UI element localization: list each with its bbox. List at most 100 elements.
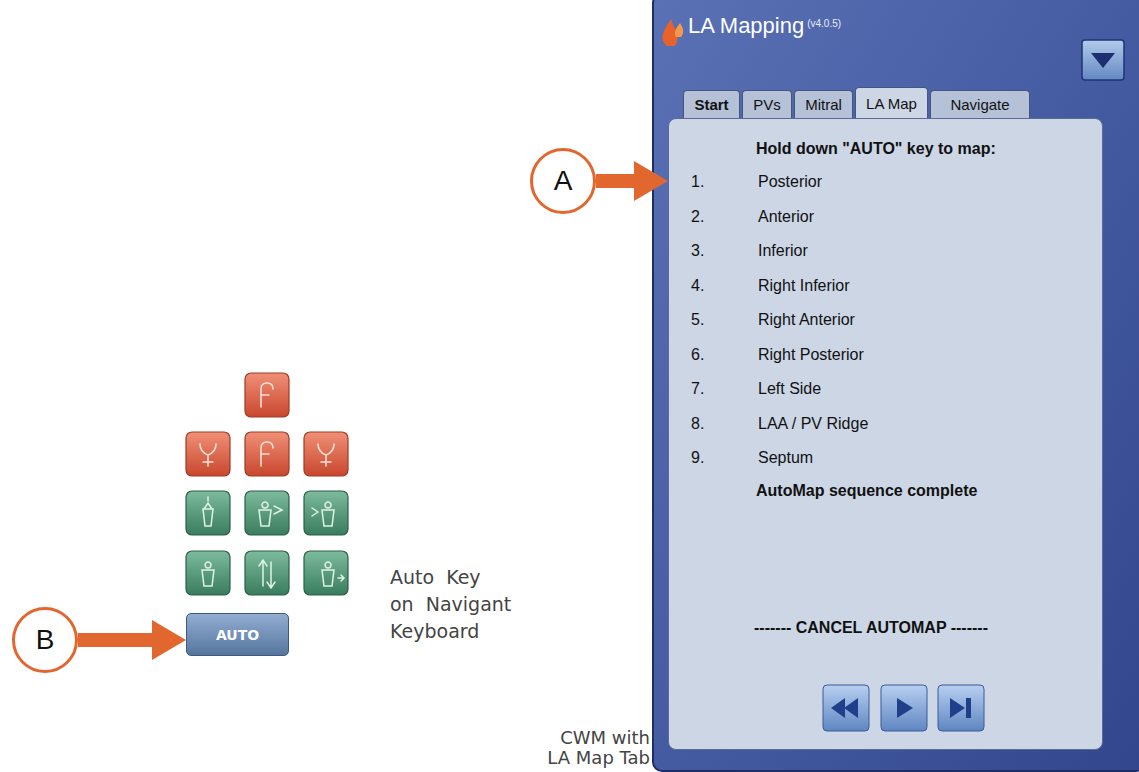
- list-text: 4.: [691, 277, 704, 294]
- text-slot: Anterior: [758, 207, 814, 227]
- text-slot: Septum: [758, 448, 813, 468]
- auto-key: AUTO: [186, 613, 289, 656]
- mapping-panel: Start PVs Mitral LA Map Navigate Hold down "…: [652, 0, 1139, 772]
- list-text: Posterior: [758, 173, 822, 190]
- panel-caption: CWM with LA Map Tab: [547, 727, 650, 768]
- text-slot: 2.: [691, 207, 704, 227]
- text-slot: LAA / PV Ridge: [758, 414, 868, 434]
- panel-frame: [653, 0, 1139, 771]
- tab-label: Navigate: [950, 95, 1009, 115]
- app-logo: [675, 23, 683, 37]
- green-key: [304, 491, 348, 535]
- tab: Mitral: [794, 90, 853, 119]
- list-text: 7.: [691, 380, 704, 397]
- list-text: Right Inferior: [758, 277, 850, 294]
- skip-end-button: [938, 685, 984, 731]
- key-icon: [318, 444, 334, 466]
- dropdown-button: [1091, 53, 1115, 68]
- green-key: [304, 551, 348, 595]
- key-icon: [202, 497, 344, 588]
- list-text: Left Side: [758, 380, 821, 397]
- text-slot: Hold down "AUTO" key to map:: [756, 139, 996, 159]
- orange-key: [245, 373, 289, 417]
- label-slot: CWM with LA Map Tab: [538, 728, 650, 768]
- keyboard: [186, 373, 348, 595]
- rewind-button: [823, 685, 869, 731]
- green-key: [186, 491, 230, 535]
- key-icon: [200, 444, 216, 466]
- key-icon: [259, 502, 282, 526]
- text-slot: 8.: [691, 414, 704, 434]
- orange-key: [304, 432, 348, 476]
- list-text: Hold down "AUTO" key to map:: [756, 140, 996, 157]
- dropdown-button: [1082, 40, 1124, 80]
- text-slot: AutoMap sequence complete: [756, 481, 977, 501]
- orange-key: [186, 373, 348, 476]
- text-slot: Left Side: [758, 379, 821, 399]
- list-text: LAA / PV Ridge: [758, 415, 868, 432]
- transport-buttons: [669, 119, 1104, 751]
- list-text: 6.: [691, 346, 704, 363]
- text-slot: 4.: [691, 276, 704, 296]
- text-slot: LA Mapping: [688, 16, 804, 37]
- callout-circle: B: [12, 607, 78, 673]
- list-text: ------- CANCEL AUTOMAP -------: [754, 619, 988, 636]
- dropdown-button: [1082, 40, 1124, 80]
- key-icon: [261, 442, 273, 466]
- text-slot: 3.: [691, 241, 704, 261]
- callout-arrow: [78, 633, 158, 647]
- tab-label: Mitral: [805, 95, 842, 115]
- panel-title: (v4.0.5): [807, 18, 841, 29]
- key-label: AUTO: [216, 625, 259, 645]
- play-button: [881, 685, 927, 731]
- green-key: [245, 491, 289, 535]
- key-icon: [312, 502, 334, 526]
- key-icon: [261, 383, 273, 407]
- list-text: AutoMap sequence complete: [756, 482, 977, 499]
- text-slot: Right Posterior: [758, 345, 864, 365]
- list-text: Septum: [758, 449, 813, 466]
- callout-arrow: [596, 174, 640, 188]
- tab: Start: [683, 90, 740, 119]
- key-icon: [200, 383, 334, 466]
- text-slot: 7.: [691, 379, 704, 399]
- list-text: 3.: [691, 242, 704, 259]
- label-slot: Auto Key on Navigant Keyboard: [390, 564, 514, 645]
- map-content-area: Hold down "AUTO" key to map: 1. Posterior 2…: [668, 118, 1103, 750]
- panel-title: LA Mapping: [688, 13, 804, 38]
- tab: PVs: [742, 90, 792, 119]
- green-key: [186, 491, 348, 595]
- green-key: [245, 551, 289, 595]
- rewind-button: [831, 698, 858, 718]
- play-button: [897, 698, 913, 718]
- tab-label: LA Map: [866, 94, 917, 114]
- text-slot: ------- CANCEL AUTOMAP -------: [721, 618, 1021, 638]
- list-text: Anterior: [758, 208, 814, 225]
- skip-end-button: [938, 685, 984, 731]
- orange-key: [245, 432, 289, 476]
- key-icon: [203, 497, 213, 526]
- text-slot: Right Anterior: [758, 310, 855, 330]
- text-slot: 6.: [691, 345, 704, 365]
- orange-key: [186, 432, 230, 476]
- list-text: 2.: [691, 208, 704, 225]
- list-text: 5.: [691, 311, 704, 328]
- text-slot: 5.: [691, 310, 704, 330]
- key-icon: [322, 562, 344, 586]
- text-slot: 1.: [691, 172, 704, 192]
- tab-label: PVs: [753, 95, 781, 115]
- text-slot: Inferior: [758, 241, 808, 261]
- list-text: 9.: [691, 449, 704, 466]
- list-text: Right Posterior: [758, 346, 864, 363]
- list-text: Right Anterior: [758, 311, 855, 328]
- tab-selected: LA Map: [855, 87, 928, 119]
- app-logo: [662, 19, 683, 46]
- keyboard-caption: Auto Key on Navigant Keyboard: [390, 566, 511, 642]
- text-slot: Right Inferior: [758, 276, 850, 296]
- text-slot: Posterior: [758, 172, 822, 192]
- key-icon: [202, 562, 214, 586]
- tab: Navigate: [930, 90, 1030, 119]
